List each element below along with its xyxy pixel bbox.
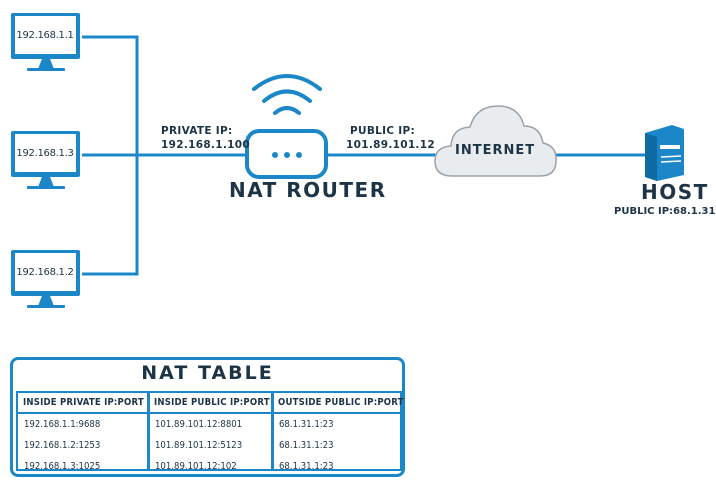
router-label: NAT ROUTER (229, 178, 387, 202)
table-cell: 101.89.101.12:8801 (155, 419, 243, 430)
table-cell: 68.1.31.1:23 (279, 461, 334, 472)
nat-table: NAT TABLE INSIDE PRIVATE IP:PORT 192.168… (10, 357, 405, 477)
table-cell: 192.168.1.2:1253 (24, 440, 101, 451)
host-label: HOST (641, 180, 709, 204)
public-ip-value: 101.89.101.12 (346, 139, 435, 151)
table-cell: 68.1.31.1:23 (279, 419, 334, 430)
table-cell: 192.168.1.1:9688 (24, 419, 101, 430)
column-header: INSIDE PRIVATE IP:PORT (18, 393, 148, 414)
wifi-router-icon (245, 74, 328, 179)
monitor-icon (11, 13, 80, 71)
nat-table-title: NAT TABLE (141, 362, 274, 384)
nat-column-inside-public: INSIDE PUBLIC IP:PORT 101.89.101.12:8801… (147, 391, 274, 472)
monitor-icon (11, 250, 80, 308)
server-icon (645, 125, 684, 181)
table-cell: 192.168.1.3:1025 (24, 461, 101, 472)
cloud-icon (434, 105, 557, 177)
client-3-ip: 192.168.1.2 (16, 267, 74, 278)
client-2-ip: 192.168.1.3 (16, 148, 74, 159)
private-ip-title: PRIVATE IP: (161, 125, 233, 137)
internet-label: INTERNET (455, 143, 536, 158)
column-header: OUTSIDE PUBLIC IP:PORT (273, 393, 403, 414)
connection-lines (82, 35, 645, 276)
nat-column-outside-public: OUTSIDE PUBLIC IP:PORT 68.1.31.1:23 68.1… (271, 391, 403, 472)
table-cell: 101.89.101.12:5123 (155, 440, 243, 451)
private-ip-value: 192.168.1.100 (161, 139, 250, 151)
nat-column-inside-private: INSIDE PRIVATE IP:PORT 192.168.1.1:9688 … (16, 391, 150, 472)
monitor-icon (11, 131, 80, 189)
client-1-ip: 192.168.1.1 (16, 30, 74, 41)
host-public-ip: PUBLIC IP:68.1.31.1 (614, 206, 716, 217)
wifi-signal-icon (252, 74, 322, 115)
table-cell: 101.89.101.12:102 (155, 461, 237, 472)
public-ip-title: PUBLIC IP: (350, 125, 415, 137)
table-cell: 68.1.31.1:23 (279, 440, 334, 451)
column-header: INSIDE PUBLIC IP:PORT (149, 393, 272, 414)
